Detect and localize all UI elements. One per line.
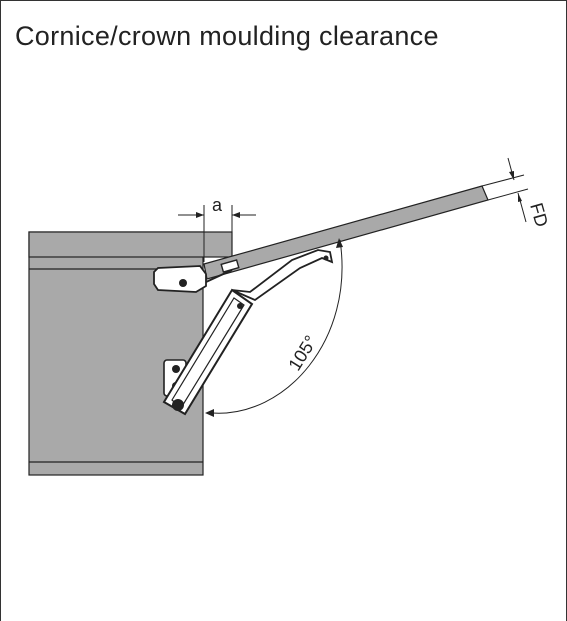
flap-bracket xyxy=(220,259,240,273)
dimension-fd: FD xyxy=(481,157,552,230)
diagram-title: Cornice/crown moulding clearance xyxy=(15,21,439,51)
flap-door xyxy=(203,185,489,280)
arm-pivot-bottom xyxy=(172,399,184,411)
angle-arrow-bottom xyxy=(205,409,214,417)
arm-pivot-top xyxy=(237,303,243,309)
hinge-link xyxy=(205,269,233,283)
hinge-housing xyxy=(153,265,207,293)
angle-label: 105° xyxy=(284,332,321,374)
dim-fd-ext-bottom xyxy=(487,188,529,201)
angle-arrow-top xyxy=(336,238,343,248)
dim-a-arrow-left xyxy=(196,212,204,218)
hinge-screw xyxy=(179,279,187,287)
cabinet-top-panel xyxy=(28,231,233,258)
flap-bracket-pivot xyxy=(323,255,329,261)
dim-fd-label: FD xyxy=(526,201,552,230)
lift-mechanism xyxy=(153,249,334,416)
mounting-screw-top xyxy=(172,365,180,373)
angle-arc xyxy=(211,239,343,414)
dim-fd-ext-top xyxy=(481,174,525,187)
linkage-arm xyxy=(231,249,334,302)
dim-fd-arrow-top xyxy=(509,171,514,180)
dim-fd-arrow-bottom xyxy=(518,193,522,202)
dimension-a: a xyxy=(178,195,256,262)
dim-a-label: a xyxy=(212,195,223,215)
dim-a-arrow-right xyxy=(232,212,240,218)
